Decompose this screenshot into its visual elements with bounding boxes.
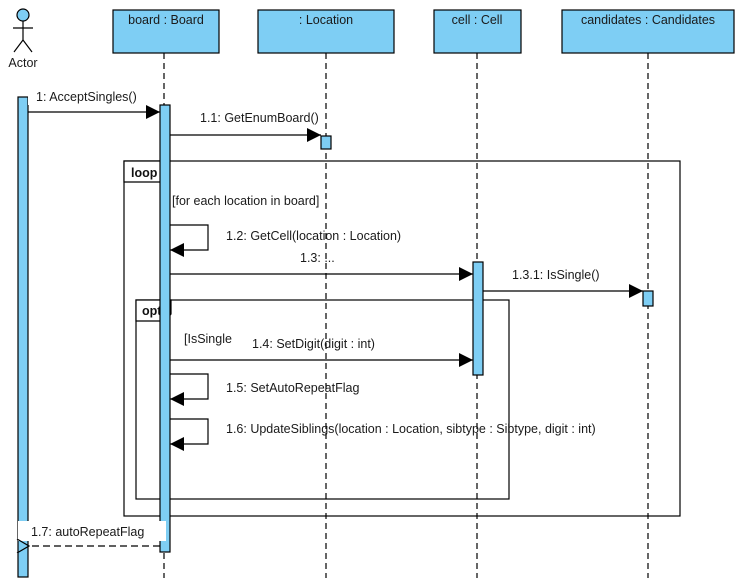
message-1-2-label: 1.2: GetCell(location : Location) [226, 229, 401, 243]
lifeline-board[interactable]: board : Board [112, 9, 220, 54]
board-activation [159, 104, 171, 553]
message-1-3-label: 1.3: ... [300, 251, 335, 265]
message-1-6-label: 1.6: UpdateSiblings(location : Location,… [226, 422, 596, 436]
lifeline-cell[interactable]: cell : Cell [433, 9, 522, 54]
message-1[interactable]: 1: AcceptSingles() [28, 87, 160, 119]
loop-fragment-guard: [for each location in board] [172, 194, 319, 208]
opt-fragment-operator: opt [142, 304, 162, 318]
lifeline-cell-label: cell : Cell [452, 13, 503, 27]
actor-activation [17, 96, 29, 578]
message-1-2[interactable]: 1.2: GetCell(location : Location) [170, 224, 401, 257]
message-1-4-label: 1.4: SetDigit(digit : int) [252, 337, 375, 351]
opt-fragment-guard: [IsSingle [184, 332, 232, 346]
message-1-3-1[interactable]: 1.3.1: IsSingle() [483, 268, 643, 298]
message-1-7-label: 1.7: autoRepeatFlag [31, 525, 144, 539]
message-1-1-label: 1.1: GetEnumBoard() [200, 111, 319, 125]
message-1-5-label: 1.5: SetAutoRepeatFlag [226, 381, 359, 395]
message-1-4[interactable]: 1.4: SetDigit(digit : int) [170, 337, 473, 367]
actor-label: Actor [8, 56, 37, 70]
lifeline-location-label: : Location [299, 13, 353, 27]
lifeline-board-label: board : Board [128, 13, 204, 27]
message-1-7[interactable]: 1.7: autoRepeatFlag [18, 521, 166, 546]
lifeline-location[interactable]: : Location [257, 9, 395, 54]
lifeline-candidates[interactable]: candidates : Candidates [561, 9, 735, 54]
activation-bars [17, 96, 654, 578]
message-1-1[interactable]: 1.1: GetEnumBoard() [170, 111, 321, 142]
candidates-activation [642, 290, 654, 307]
location-activation [320, 135, 332, 150]
actor-stick-figure-icon [13, 8, 33, 53]
lifeline-candidates-label: candidates : Candidates [581, 13, 715, 27]
actor[interactable]: Actor [8, 8, 38, 70]
message-1-6[interactable]: 1.6: UpdateSiblings(location : Location,… [170, 418, 596, 451]
message-1-3-1-label: 1.3.1: IsSingle() [512, 268, 600, 282]
loop-fragment-operator: loop [131, 166, 158, 180]
message-1-3[interactable]: 1.3: ... [170, 251, 473, 281]
loop-fragment[interactable]: loop [for each location in board] [123, 160, 681, 517]
cell-activation [472, 261, 484, 376]
message-1-5[interactable]: 1.5: SetAutoRepeatFlag [170, 373, 359, 406]
message-1-label: 1: AcceptSingles() [36, 90, 137, 104]
